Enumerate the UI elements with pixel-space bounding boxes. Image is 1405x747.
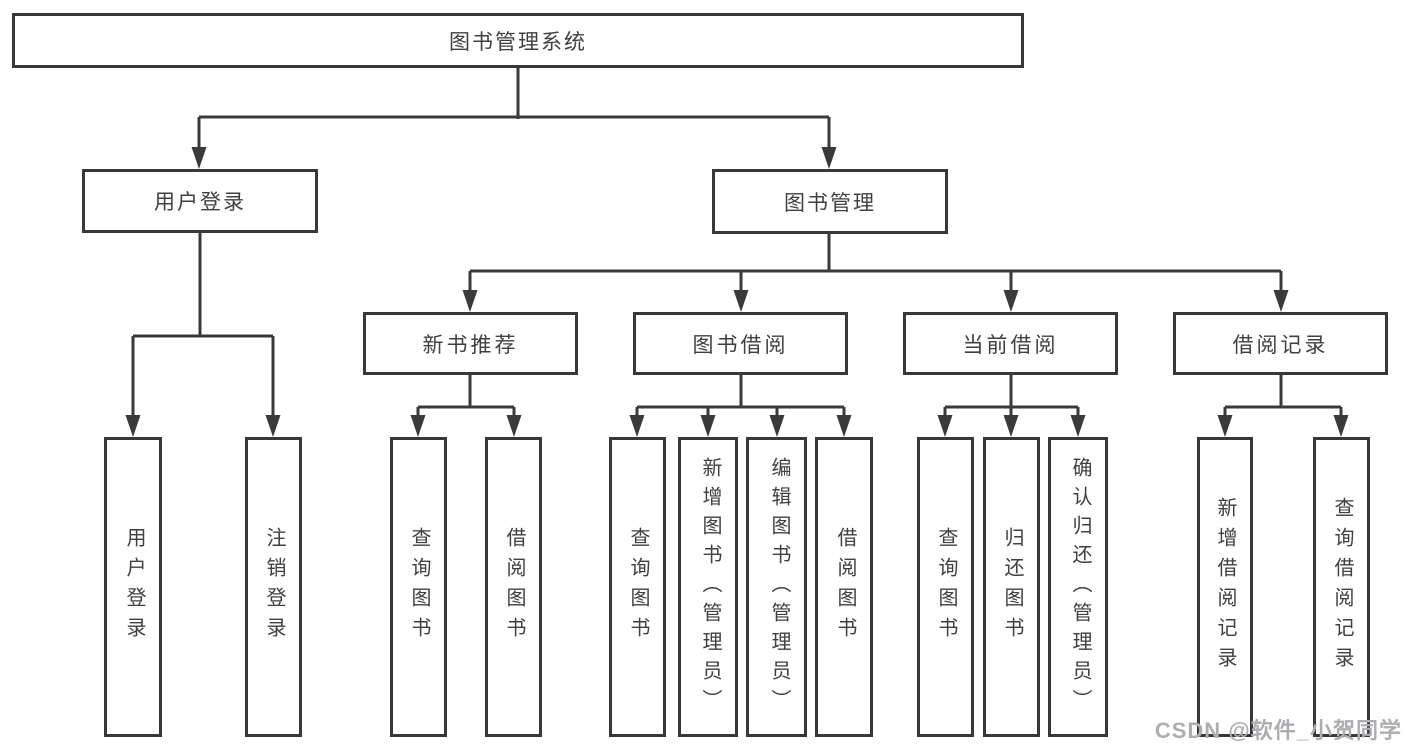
node-current-borrowing: 当前借阅	[903, 312, 1118, 375]
leaf-user-login: 用户登录	[104, 437, 162, 737]
leaf-record-add-borrow-record: 新增借阅记录	[1197, 437, 1253, 737]
leaf-current-query-books: 查询图书	[917, 437, 974, 737]
csdn-watermark: CSDN @软件_小贺同学	[1154, 718, 1402, 743]
leaf-newbook-borrow-books: 借阅图书	[485, 437, 542, 737]
node-borrowing-records: 借阅记录	[1173, 312, 1388, 375]
arrowhead-triangles	[125, 147, 1349, 437]
leaf-newbook-query-books: 查询图书	[390, 437, 447, 737]
leaf-record-query-borrow-record: 查询借阅记录	[1313, 437, 1370, 737]
leaf-current-return-books: 归还图书	[983, 437, 1040, 737]
leaf-borrow-edit-books-admin: 编辑图书（管理员）	[746, 437, 807, 737]
leaf-current-confirm-return-admin: 确认归还（管理员）	[1048, 437, 1108, 737]
node-root-library-system: 图书管理系统	[12, 13, 1024, 68]
node-user-login: 用户登录	[82, 169, 318, 233]
node-book-borrowing: 图书借阅	[633, 312, 848, 375]
node-new-book-recommend: 新书推荐	[363, 312, 578, 375]
leaf-logout: 注销登录	[245, 437, 302, 737]
leaf-borrow-add-books-admin: 新增图书（管理员）	[678, 437, 738, 737]
leaf-borrow-borrow-books: 借阅图书	[815, 437, 873, 737]
leaf-borrow-query-books: 查询图书	[609, 437, 666, 737]
connector-lines	[131, 68, 1343, 417]
node-book-management: 图书管理	[712, 169, 948, 234]
